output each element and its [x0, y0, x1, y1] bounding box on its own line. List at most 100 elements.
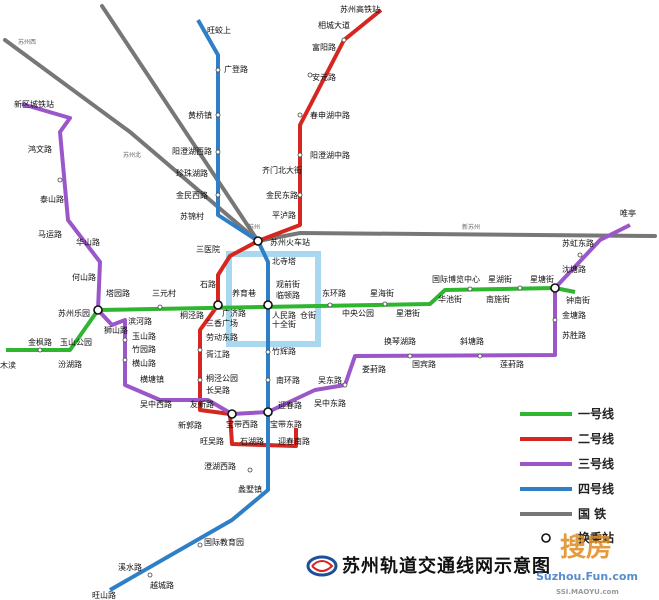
station-label[interactable]: 木渎	[0, 360, 16, 370]
station-label[interactable]: 齐门北大街	[262, 165, 302, 175]
station-dot[interactable]	[342, 382, 348, 388]
station-dot[interactable]	[297, 112, 303, 118]
station-label[interactable]: 何山路	[72, 272, 96, 282]
station-dot[interactable]	[122, 337, 128, 343]
station-label[interactable]: 人民路	[272, 310, 296, 320]
station-label[interactable]: 星塘街	[530, 274, 554, 284]
station-label[interactable]: 玉山公园	[60, 337, 92, 347]
station-label[interactable]: 滨河路	[128, 316, 152, 326]
station-label[interactable]: 观前街	[276, 279, 300, 289]
station-label[interactable]: 娄葑路	[362, 364, 386, 374]
transfer-suzhou-leyuan[interactable]	[93, 305, 103, 315]
station-label[interactable]: 鸿文路	[28, 144, 52, 154]
station-label[interactable]: 宝带西路	[226, 419, 258, 429]
station-label[interactable]: 吴东路	[318, 375, 342, 385]
station-label[interactable]: 竹园路	[132, 344, 156, 354]
station-label[interactable]: 华池街	[438, 294, 462, 304]
station-label[interactable]: 旺蛟上	[207, 25, 231, 35]
station-dot[interactable]	[577, 252, 583, 258]
station-label[interactable]: 桐泾路	[180, 310, 204, 320]
station-label[interactable]: 苏州高铁站	[340, 4, 380, 14]
station-label[interactable]: 养育巷	[232, 288, 256, 298]
station-label[interactable]: 汾湖路	[58, 359, 82, 369]
station-label[interactable]: 华山路	[76, 237, 100, 247]
station-dot[interactable]	[157, 304, 163, 310]
station-label[interactable]: 金民西路	[176, 190, 208, 200]
station-label[interactable]: 国际教育园	[204, 537, 244, 547]
station-dot[interactable]	[215, 192, 221, 198]
transfer-renmin-road[interactable]	[263, 300, 273, 310]
station-label[interactable]: 吴中东路	[314, 398, 346, 408]
station-label[interactable]: 中央公园	[342, 308, 374, 318]
station-label[interactable]: 横山路	[132, 358, 156, 368]
station-label[interactable]: 马运路	[38, 229, 62, 239]
station-label[interactable]: 南环路	[276, 375, 300, 385]
station-label[interactable]: 迎春路	[278, 400, 302, 410]
transfer-suzhou-railway[interactable]	[253, 236, 263, 246]
station-label[interactable]: 平泸路	[272, 210, 296, 220]
station-dot[interactable]	[197, 377, 203, 383]
station-label[interactable]: 国宾路	[412, 359, 436, 369]
station-label[interactable]: 友新路	[190, 399, 214, 409]
station-label[interactable]: 南施街	[486, 294, 510, 304]
transfer-baodai-west[interactable]	[227, 409, 237, 419]
station-label[interactable]: 星海街	[370, 288, 394, 298]
station-label[interactable]: 临顿路	[276, 290, 300, 300]
station-label[interactable]: 苏胜路	[562, 330, 586, 340]
station-label[interactable]: 金民东路	[266, 190, 298, 200]
station-dot[interactable]	[215, 67, 221, 73]
station-label[interactable]: 玉山路	[132, 331, 156, 341]
station-label[interactable]: 新郭路	[178, 420, 202, 430]
station-label[interactable]: 北寺塔	[272, 256, 296, 266]
station-label[interactable]: 新区城铁站	[14, 99, 54, 109]
station-dot[interactable]	[297, 152, 303, 158]
station-label[interactable]: 塔园路	[106, 288, 130, 298]
station-label[interactable]: 国际博览中心	[432, 274, 480, 284]
station-label[interactable]: 莲葑路	[500, 359, 524, 369]
station-label[interactable]: 苏虹东路	[562, 238, 594, 248]
station-label[interactable]: 三元村	[152, 288, 176, 298]
station-label[interactable]: 苏州火车站	[270, 237, 310, 247]
station-label[interactable]: 钟南街	[566, 295, 590, 305]
station-label[interactable]: 宝带东路	[270, 419, 302, 429]
station-label[interactable]: 旺山路	[92, 590, 116, 600]
station-label[interactable]: 迎春南路	[278, 436, 310, 446]
station-dot[interactable]	[37, 347, 43, 353]
station-dot[interactable]	[477, 353, 483, 359]
station-label[interactable]: 富阳路	[312, 42, 336, 52]
station-dot[interactable]	[57, 177, 63, 183]
station-label[interactable]: 阳澄湖中路	[310, 150, 350, 160]
station-dot[interactable]	[407, 353, 413, 359]
station-dot[interactable]	[382, 301, 388, 307]
station-dot[interactable]	[552, 317, 558, 323]
station-label[interactable]: 三香广场	[206, 318, 238, 328]
station-label[interactable]: 苏州乐园	[58, 308, 90, 318]
station-label[interactable]: 胥江路	[206, 349, 230, 359]
station-dot[interactable]	[517, 285, 523, 291]
station-dot[interactable]	[467, 286, 473, 292]
station-dot[interactable]	[297, 192, 303, 198]
station-label[interactable]: 溪水路	[118, 562, 142, 572]
station-label[interactable]: 长吴路	[206, 385, 230, 395]
station-label[interactable]: 星湖街	[488, 274, 512, 284]
station-label[interactable]: 苏锦村	[180, 211, 204, 221]
station-label[interactable]: 旺吴路	[200, 436, 224, 446]
station-label[interactable]: 横塘镇	[140, 374, 164, 384]
station-label[interactable]: 换琴湖路	[384, 336, 416, 346]
station-dot[interactable]	[215, 149, 221, 155]
station-label[interactable]: 安元路	[312, 72, 336, 82]
station-label[interactable]: 十全街	[272, 319, 296, 329]
station-label[interactable]: 三医院	[196, 244, 220, 254]
station-label[interactable]: 东环路	[322, 288, 346, 298]
station-label[interactable]: 劳动东路	[206, 332, 238, 342]
station-dot[interactable]	[327, 302, 333, 308]
station-dot[interactable]	[122, 357, 128, 363]
station-dot[interactable]	[247, 467, 253, 473]
station-label[interactable]: 星港街	[396, 308, 420, 318]
station-label[interactable]: 仓街	[300, 310, 316, 320]
station-label[interactable]: 广登路	[224, 64, 248, 74]
station-label[interactable]: 沈塘路	[562, 264, 586, 274]
station-label[interactable]: 澄湖西路	[204, 461, 236, 471]
station-label[interactable]: 狮山路	[104, 325, 128, 335]
station-label[interactable]: 相城大道	[318, 20, 350, 30]
